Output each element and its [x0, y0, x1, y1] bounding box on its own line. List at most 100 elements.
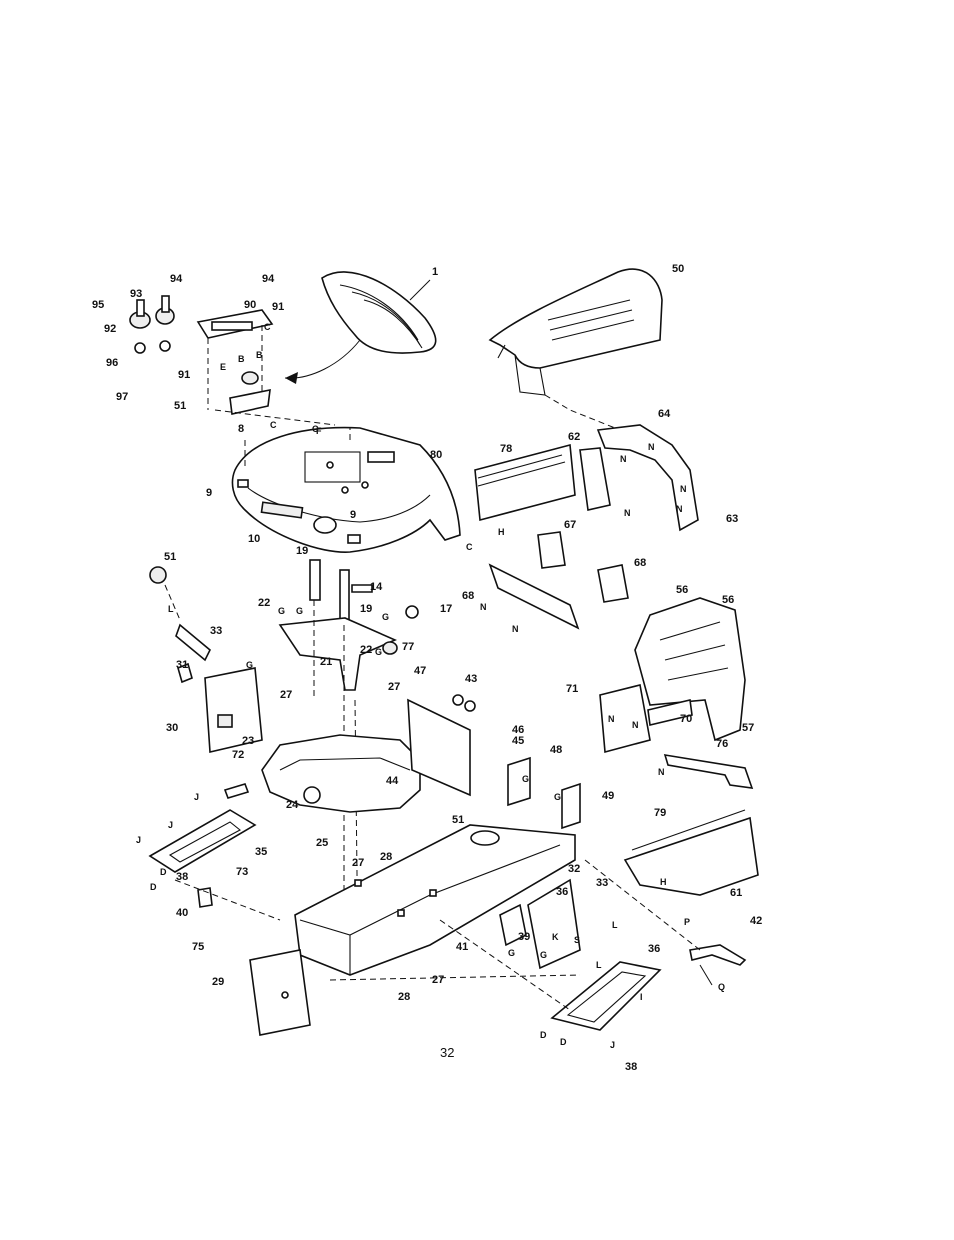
assembly-guide-lines: [174, 409, 701, 1011]
callout-70: 70: [680, 713, 692, 725]
letter-mark-D: D: [150, 882, 157, 892]
callout-44: 44: [386, 775, 399, 787]
page-number: 32: [440, 1045, 454, 1060]
letter-mark-G: G: [246, 660, 253, 670]
callout-76: 76: [716, 738, 728, 750]
left-panel-group: [149, 566, 263, 753]
callout-45: 45: [512, 735, 524, 747]
letter-mark-F: F: [316, 426, 322, 436]
callout-68: 68: [634, 557, 646, 569]
letter-mark-G: G: [278, 606, 285, 616]
callout-75: 75: [192, 941, 204, 953]
callout-38: 38: [625, 1061, 637, 1073]
callout-79: 79: [654, 807, 666, 819]
callout-27: 27: [388, 681, 400, 693]
callout-78: 78: [500, 443, 512, 455]
callout-56: 56: [676, 584, 688, 596]
callout-1: 1: [432, 266, 438, 278]
callout-91: 91: [272, 301, 284, 313]
letter-mark-L: L: [168, 604, 174, 614]
callout-10: 10: [248, 533, 260, 545]
letter-mark-D: D: [160, 867, 167, 877]
callout-33: 33: [596, 877, 608, 889]
callout-36: 36: [648, 943, 660, 955]
letter-mark-D: D: [560, 1037, 567, 1047]
callout-64: 64: [658, 408, 671, 420]
frame-part: [294, 824, 576, 976]
callout-63: 63: [726, 513, 738, 525]
seat-pan-part: [261, 734, 421, 813]
callout-28: 28: [380, 851, 392, 863]
letter-mark-H: H: [498, 527, 505, 537]
letter-mark-G: G: [554, 792, 561, 802]
callout-57: 57: [742, 722, 754, 734]
hitch-bracket-part: [663, 754, 754, 789]
letter-mark-C: C: [270, 420, 277, 430]
letter-mark-G: G: [508, 948, 515, 958]
dashboard-part: [231, 426, 461, 553]
seat-part: [284, 271, 437, 384]
callout-62: 62: [568, 431, 580, 443]
callout-23: 23: [242, 735, 254, 747]
letter-mark-N: N: [620, 454, 627, 464]
right-footrest-part: [550, 961, 662, 1031]
letter-mark-H: H: [660, 877, 667, 887]
callout-56: 56: [722, 594, 734, 606]
callout-42: 42: [750, 915, 762, 927]
left-footrest-part: [148, 783, 257, 873]
callout-47: 47: [414, 665, 426, 677]
callout-93: 93: [130, 288, 142, 300]
callout-96: 96: [106, 357, 118, 369]
callout-27: 27: [352, 857, 364, 869]
lower-left-panel: [249, 949, 311, 1036]
callout-68: 68: [462, 590, 474, 602]
letter-mark-G: G: [522, 774, 529, 784]
letter-mark-N: N: [512, 624, 519, 634]
letter-mark-Q: Q: [718, 982, 725, 992]
letter-mark-P: P: [684, 917, 690, 927]
callout-35: 35: [255, 846, 267, 858]
letter-mark-D: D: [540, 1030, 547, 1040]
callout-77: 77: [402, 641, 414, 653]
hood-part: [488, 268, 663, 431]
bumper-bar-part: [488, 563, 580, 630]
callout-91: 91: [178, 369, 190, 381]
callout-8: 8: [238, 423, 244, 435]
callout-41: 41: [456, 941, 468, 953]
letter-mark-N: N: [480, 602, 487, 612]
letter-mark-J: J: [168, 820, 173, 830]
callout-27: 27: [280, 689, 292, 701]
letter-mark-N: N: [608, 714, 615, 724]
callout-95: 95: [92, 299, 104, 311]
letter-mark-N: N: [658, 767, 665, 777]
letter-mark-G: G: [382, 612, 389, 622]
letter-mark-J: J: [194, 792, 199, 802]
callout-39: 39: [518, 931, 530, 943]
callout-28: 28: [398, 991, 410, 1003]
letter-mark-C: C: [312, 424, 319, 434]
letter-mark-N: N: [632, 720, 639, 730]
letter-mark-E: E: [220, 362, 226, 372]
steering-column-group: [278, 559, 419, 961]
hood-bracket-group: [474, 424, 699, 532]
callout-40: 40: [176, 907, 188, 919]
callout-29: 29: [212, 976, 224, 988]
letter-mark-B: B: [238, 354, 245, 364]
callout-80: 80: [430, 449, 442, 461]
letter-mark-J: J: [610, 1040, 615, 1050]
callout-9: 9: [206, 487, 212, 499]
callout-33: 33: [210, 625, 222, 637]
rear-bracket-group: [407, 694, 581, 830]
letter-mark-B: B: [256, 350, 263, 360]
callout-21: 21: [320, 656, 332, 668]
callout-73: 73: [236, 866, 248, 878]
callout-97: 97: [116, 391, 128, 403]
callout-51: 51: [452, 814, 464, 826]
callout-71: 71: [566, 683, 578, 695]
callout-43: 43: [465, 673, 477, 685]
letter-mark-I: I: [640, 992, 643, 1002]
letter-mark-G: G: [296, 606, 303, 616]
rear-housing-part: [599, 597, 746, 754]
callout-46: 46: [512, 724, 524, 736]
